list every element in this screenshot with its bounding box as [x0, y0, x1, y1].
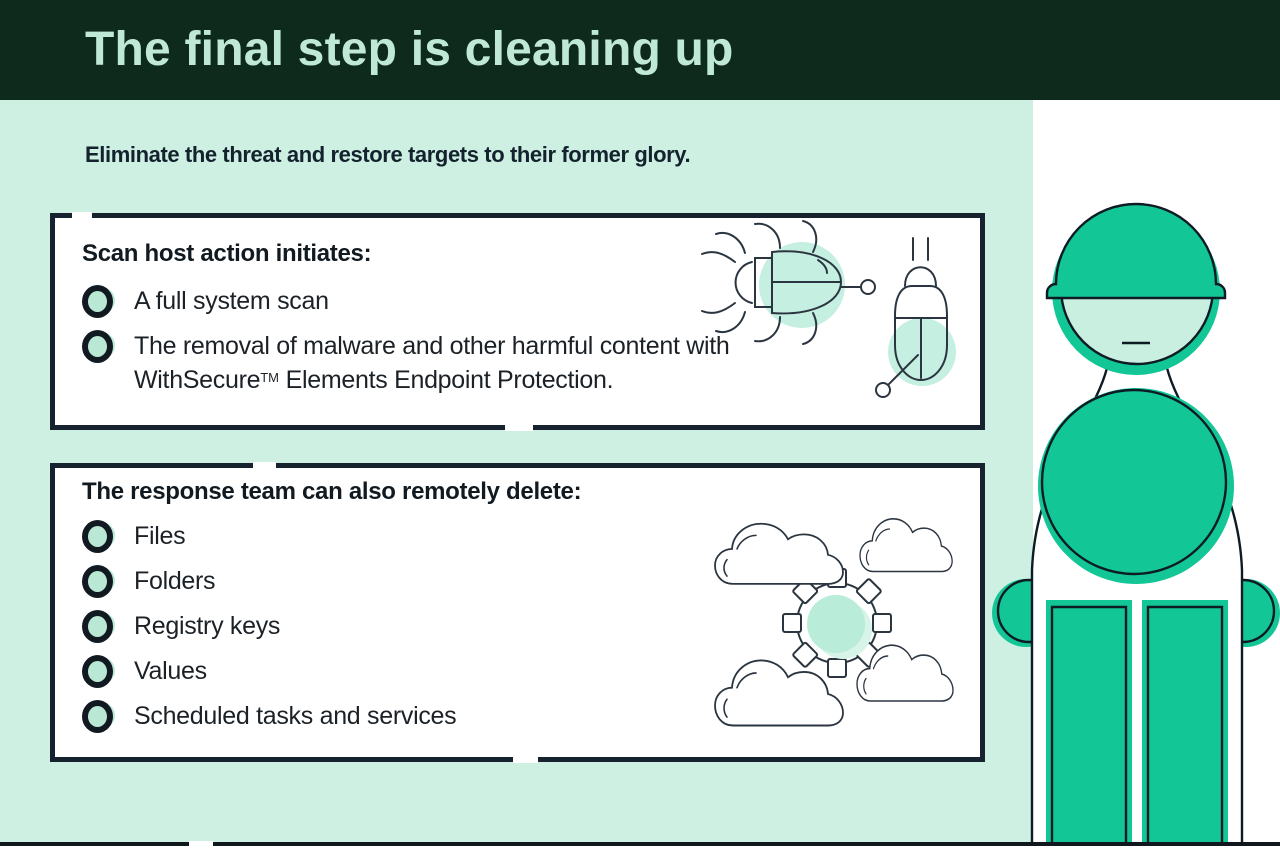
- list-item: A full system scan: [82, 285, 980, 318]
- list-item-label: Registry keys: [134, 612, 281, 640]
- border-notch: [505, 424, 533, 431]
- list-item-label: Folders: [134, 567, 216, 595]
- list-item: Registry keys: [82, 610, 980, 643]
- trademark-superscript: TM: [260, 370, 279, 385]
- header-bar: The final step is cleaning up: [0, 0, 1280, 100]
- circle-bullet-icon: [82, 285, 115, 318]
- cloud-gear-icon: [714, 518, 954, 727]
- list-item-label: A full system scan: [134, 287, 329, 315]
- list-item: The removal of malware and other harmful…: [82, 330, 980, 396]
- scan-action-list: A full system scan The removal of malwar…: [82, 285, 980, 396]
- bottom-rule: [0, 842, 1280, 846]
- list-item: Files: [82, 520, 980, 553]
- list-item: Folders: [82, 565, 980, 598]
- border-notch: [72, 212, 92, 219]
- circle-bullet-icon: [82, 610, 115, 643]
- circle-bullet-icon: [82, 700, 115, 733]
- card-scan-host: Scan host action initiates: A full syste…: [50, 213, 985, 430]
- card-remote-delete-heading: The response team can also remotely dele…: [82, 478, 582, 505]
- list-item: Scheduled tasks and services: [82, 700, 980, 733]
- circle-bullet-icon: [82, 520, 115, 553]
- card-scan-host-heading: Scan host action initiates:: [82, 240, 372, 267]
- remote-delete-list: Files Folders Registry keys Values Sched…: [82, 520, 980, 733]
- malware-bugs-icon: [701, 220, 956, 398]
- list-item-label: The removal of malware and other harmful…: [134, 332, 730, 394]
- circle-bullet-icon: [82, 655, 115, 688]
- list-item-label: Values: [134, 657, 207, 685]
- list-item-label: Files: [134, 522, 186, 550]
- page-title: The final step is cleaning up: [85, 23, 734, 76]
- intro-text: Eliminate the threat and restore targets…: [85, 142, 691, 167]
- border-notch: [513, 756, 538, 763]
- list-item-label: Scheduled tasks and services: [134, 702, 457, 730]
- border-notch: [189, 841, 213, 849]
- card-remote-delete: The response team can also remotely dele…: [50, 463, 985, 762]
- list-item: Values: [82, 655, 980, 688]
- border-notch: [253, 462, 276, 469]
- circle-bullet-icon: [82, 565, 115, 598]
- circle-bullet-icon: [82, 330, 115, 363]
- response-worker-figure: [992, 202, 1280, 846]
